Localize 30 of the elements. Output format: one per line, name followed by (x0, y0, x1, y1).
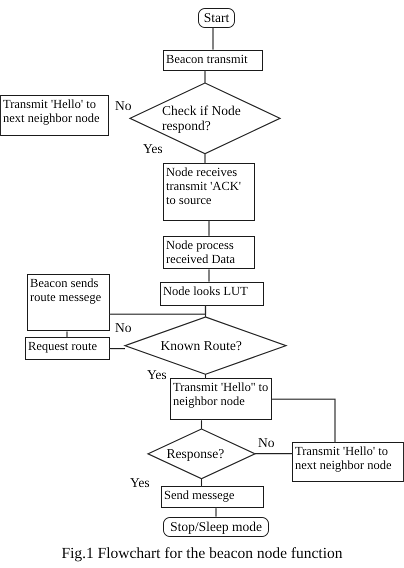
process-box: Transmit 'Hello' to next neighbor node (292, 442, 404, 482)
process-box: Send messege (161, 486, 264, 508)
process-box: Beacon sends route messege (27, 274, 110, 332)
process-box: Node looks LUT (160, 282, 264, 306)
figure-caption: Fig.1 Flowchart for the beacon node function (60, 545, 344, 563)
decision-text: Check if Node respond? (162, 103, 242, 134)
process-box: Transmit 'Hello'' to neighbor node (170, 378, 272, 420)
edge-label: Yes (143, 141, 163, 156)
connector-line (208, 220, 210, 236)
terminal-box: Start (198, 8, 235, 28)
terminal-box: Stop/Sleep mode (163, 516, 269, 537)
connector-line (110, 306, 206, 315)
connector-line (204, 70, 206, 84)
decision-text: Response? (166, 446, 226, 462)
connector-line (208, 269, 210, 282)
connector-line (212, 28, 214, 50)
decision-text: Known Route? (160, 338, 243, 354)
process-box: Request route (25, 337, 110, 360)
process-box: Beacon transmit (163, 50, 263, 71)
connector-line (272, 398, 336, 442)
branch-label: No (115, 98, 132, 114)
process-box: Transmit 'Hello' to next neighbor node (0, 94, 109, 136)
edge-label: No (258, 435, 274, 450)
process-box: Node receives transmit 'ACK' to source (163, 163, 255, 221)
process-box: Node process received Data (163, 236, 255, 270)
connector-line (204, 154, 206, 164)
decision-diamond (130, 83, 280, 154)
connector-line (255, 453, 292, 454)
connector-line (110, 348, 125, 350)
decision-diamond (148, 428, 255, 478)
